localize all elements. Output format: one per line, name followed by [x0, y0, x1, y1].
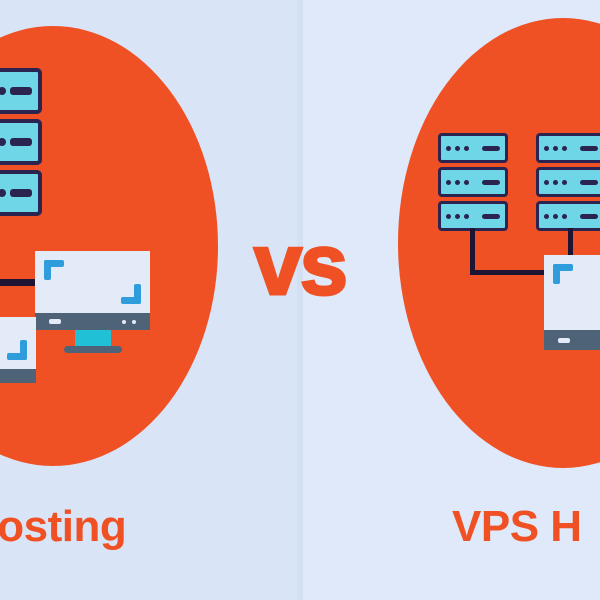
- monitor-bezel: [0, 369, 36, 383]
- server-unit: [0, 170, 42, 216]
- server-led: [562, 145, 567, 151]
- monitor-indicator: [132, 319, 136, 324]
- server-slot-bar: [482, 179, 500, 185]
- corner-bracket-icon: [121, 297, 141, 304]
- server-unit: [0, 119, 42, 165]
- server-led: [0, 138, 6, 146]
- server-led-group: [0, 138, 6, 146]
- corner-bracket-icon: [553, 264, 573, 271]
- server-rack-icon: [0, 68, 42, 221]
- server-unit: [438, 167, 508, 197]
- server-slot-bar: [10, 87, 32, 95]
- server-led: [544, 213, 549, 219]
- monitor-slot: [558, 337, 570, 343]
- server-slot-bar: [482, 213, 500, 219]
- server-led: [553, 213, 558, 219]
- corner-bracket-icon: [553, 264, 560, 284]
- corner-bracket-icon: [44, 260, 64, 267]
- versus-label: vs: [253, 217, 350, 313]
- desktop-monitor-icon: [35, 251, 150, 353]
- server-led: [544, 179, 549, 185]
- server-led: [446, 145, 451, 151]
- server-unit: [536, 133, 600, 163]
- server-led: [464, 179, 469, 185]
- server-slot-bar: [482, 145, 500, 151]
- server-led: [446, 213, 451, 219]
- server-slot-bar: [10, 189, 32, 197]
- server-led: [455, 213, 460, 219]
- server-led: [544, 145, 549, 151]
- monitor-base: [63, 346, 122, 353]
- corner-bracket-icon: [44, 260, 51, 280]
- monitor-screen: [35, 251, 150, 313]
- server-led-group: [446, 145, 469, 151]
- server-led: [553, 179, 558, 185]
- server-led: [0, 87, 6, 95]
- server-led: [455, 179, 460, 185]
- server-led: [464, 145, 469, 151]
- server-led-group: [0, 189, 6, 197]
- server-led: [562, 179, 567, 185]
- monitor-bezel: [35, 313, 150, 330]
- network-cable-icon: [470, 270, 600, 275]
- monitor-indicator: [122, 319, 126, 324]
- monitor-indicator-group: [122, 319, 136, 324]
- monitor-screen: [0, 317, 36, 369]
- server-unit: [438, 201, 508, 231]
- corner-bracket-icon: [20, 340, 27, 360]
- server-slot-bar: [580, 145, 598, 151]
- server-led-group: [446, 213, 469, 219]
- server-led-group: [446, 179, 469, 185]
- server-unit: [536, 167, 600, 197]
- server-rack-icon: [438, 133, 508, 235]
- server-led: [0, 189, 6, 197]
- corner-bracket-icon: [7, 353, 27, 360]
- server-slot-bar: [580, 179, 598, 185]
- panel-divider: [297, 0, 303, 600]
- left-caption: Hosting: [0, 502, 127, 551]
- monitor-slot: [49, 319, 61, 324]
- network-cable-icon: [470, 228, 475, 274]
- server-unit: [0, 68, 42, 114]
- corner-bracket-icon: [134, 284, 141, 304]
- desktop-monitor-icon: [0, 317, 36, 383]
- monitor-stand: [74, 330, 111, 346]
- server-led-group: [0, 87, 6, 95]
- server-led: [553, 145, 558, 151]
- server-led-group: [544, 213, 567, 219]
- server-rack-icon: [536, 133, 600, 235]
- server-led: [562, 213, 567, 219]
- server-unit: [438, 133, 508, 163]
- monitor-screen: [544, 255, 600, 330]
- server-led: [464, 213, 469, 219]
- network-cable-icon: [568, 228, 573, 274]
- server-led-group: [544, 179, 567, 185]
- server-slot-bar: [10, 138, 32, 146]
- right-caption: VPS H: [452, 502, 582, 551]
- server-slot-bar: [580, 213, 598, 219]
- server-led: [446, 179, 451, 185]
- monitor-bezel: [544, 330, 600, 350]
- server-led-group: [544, 145, 567, 151]
- server-led: [455, 145, 460, 151]
- desktop-monitor-icon: [544, 255, 600, 350]
